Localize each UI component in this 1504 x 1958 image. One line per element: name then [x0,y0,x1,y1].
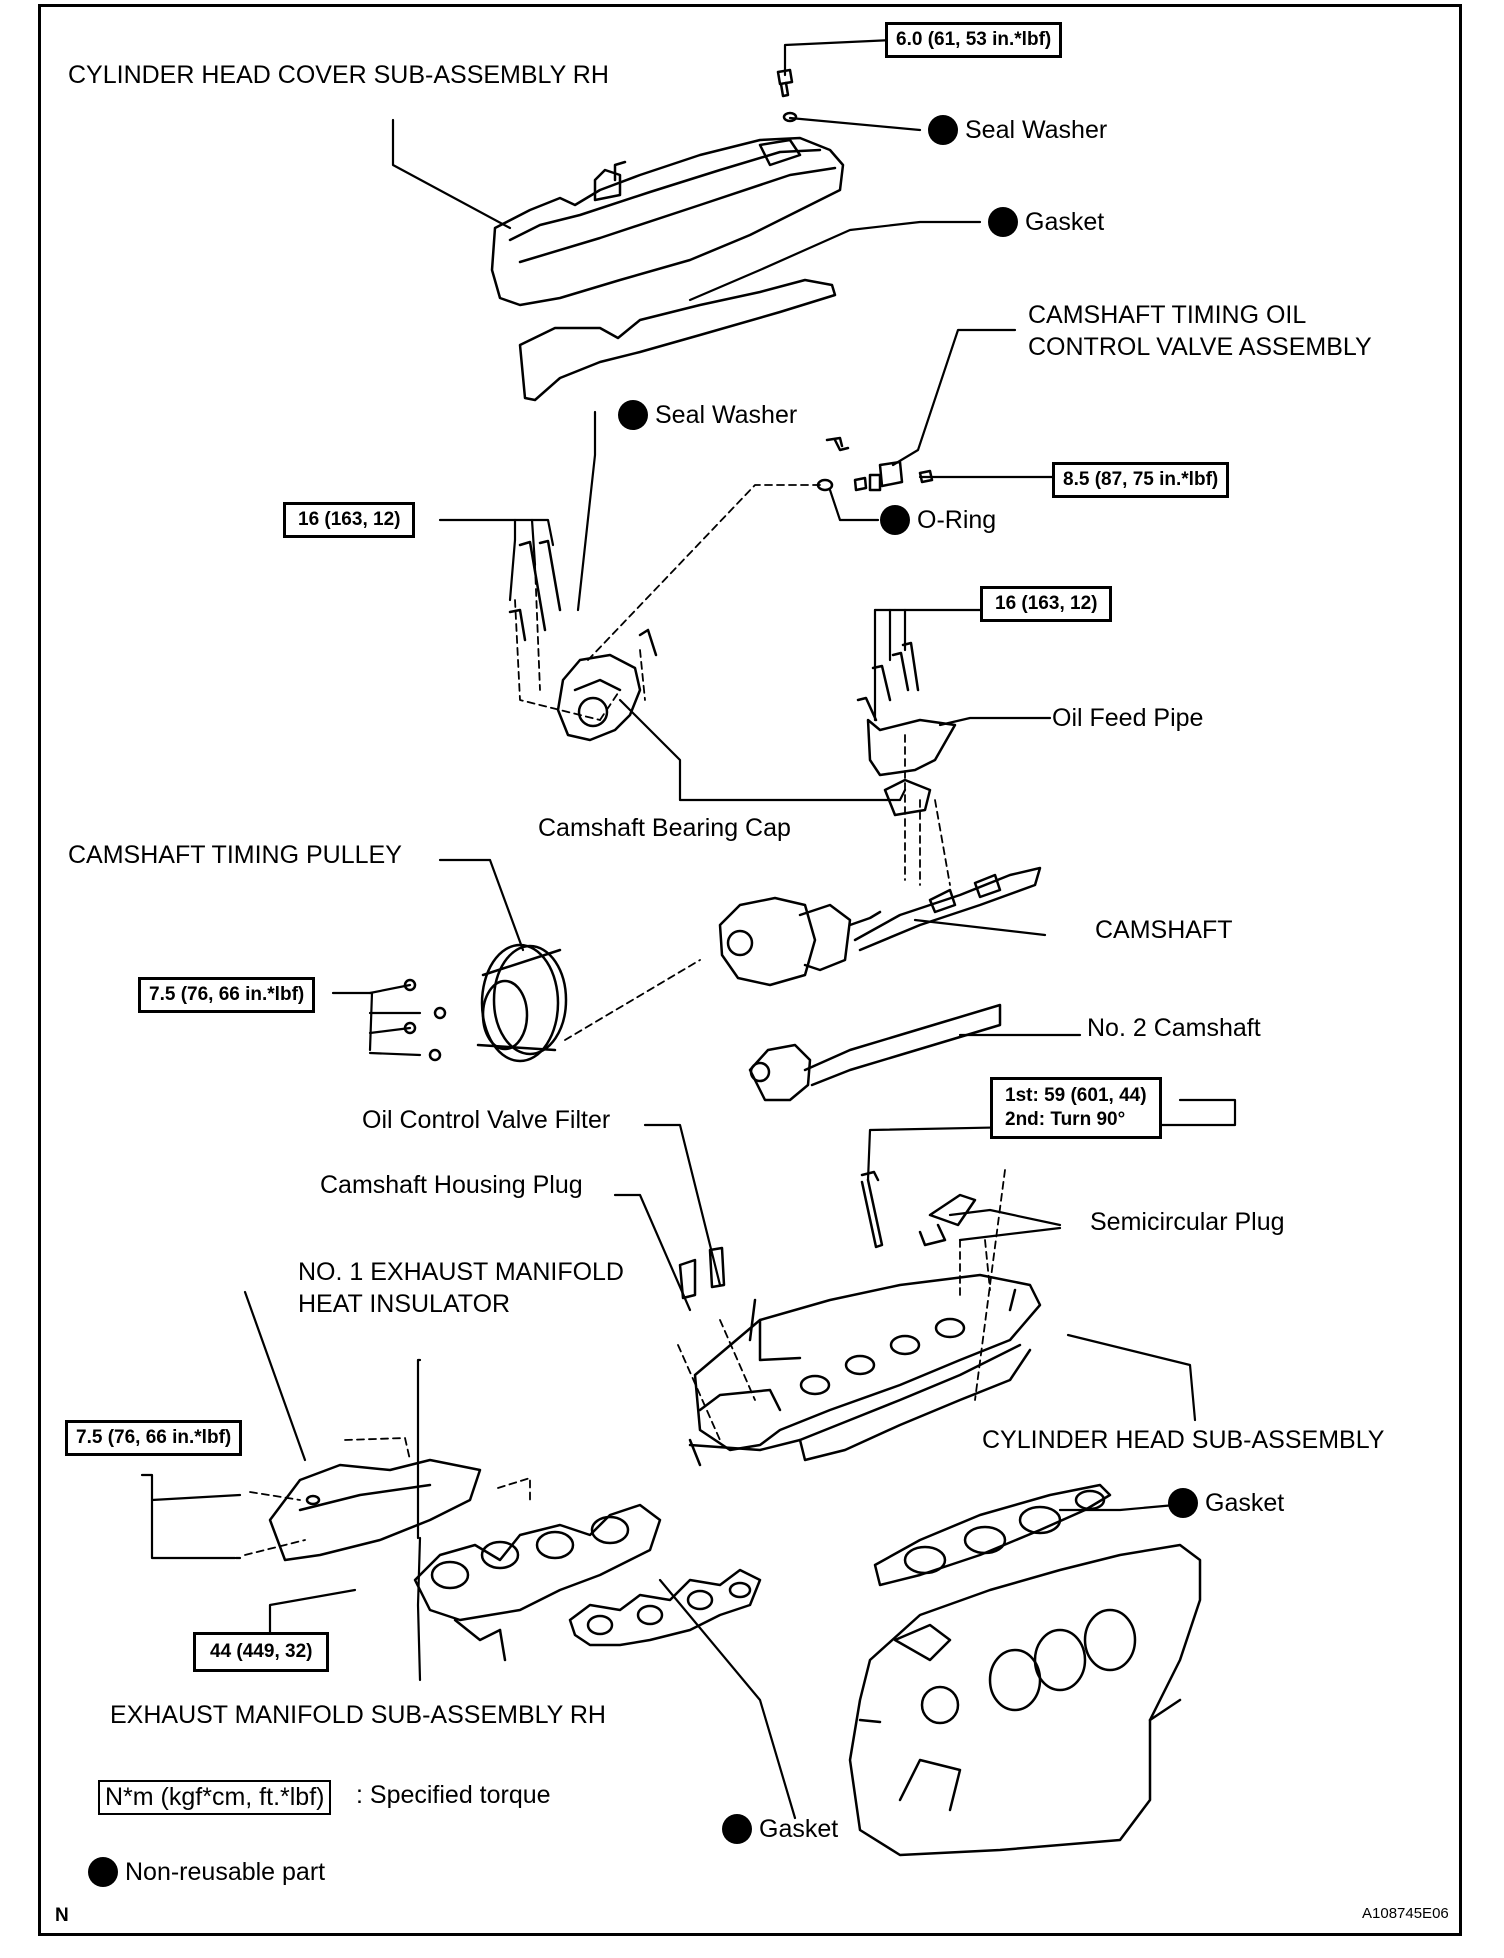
torque-pulley-bolts: 7.5 (76, 66 in.*lbf) [138,977,316,1013]
insulator-label-line2: HEAT INSULATOR [298,1290,511,1318]
cylinder-head-label: CYLINDER HEAD SUB-ASSEMBLY [982,1426,1385,1454]
timing-pulley-label: CAMSHAFT TIMING PULLEY [68,841,402,869]
cylinder-head-cover-drawing [490,136,845,307]
diagram-frame [38,4,1462,1936]
torque-cap-bolts-right: 16 (163, 12) [980,586,1113,622]
head-bolt-drawing [678,1170,977,1300]
ocv-filter-label: Oil Control Valve Filter [362,1106,611,1134]
dashed-guides [244,484,1006,1556]
o-ring-label: O-Ring [880,505,996,535]
semicircular-plug-label: Semicircular Plug [1090,1208,1285,1236]
bearing-cap-label: Camshaft Bearing Cap [538,814,791,842]
nonreusable-dot-icon [722,1814,752,1844]
legend-torque-desc: : Specified torque [356,1781,551,1809]
gasket-manifold-label: Gasket [722,1814,838,1844]
heat-insulator-drawing [268,1458,482,1562]
torque-cap-bolts-left: 16 (163, 12) [283,502,416,538]
manifold-gasket-drawing [568,1568,762,1647]
gasket-head-label: Gasket [1168,1488,1284,1518]
seal-washer-top-label: Seal Washer [928,115,1107,145]
nonreusable-dot-icon [88,1857,118,1887]
legend-nonreusable: Non-reusable part [88,1857,325,1887]
torque-insulator-bolts: 7.5 (76, 66 in.*lbf) [65,1420,243,1456]
camshaft-label: CAMSHAFT [1095,916,1233,944]
ocv-label-line1: CAMSHAFT TIMING OIL [1028,301,1307,329]
exhaust-manifold-drawing [413,1503,662,1662]
camshaft2-label: No. 2 Camshaft [1087,1014,1261,1042]
ocv-label-line2: CONTROL VALVE ASSEMBLY [1028,333,1372,361]
torque-ocv-bolt: 8.5 (87, 75 in.*lbf) [1052,462,1230,498]
cylinder-head-drawing [688,1273,1042,1467]
camshaft2-drawing [748,1003,1002,1102]
head-gasket-drawing [873,1483,1112,1587]
cover-gasket-drawing [518,278,837,402]
torque-manifold-nut: 44 (449, 32) [193,1632,330,1672]
leader-lines [140,38,1237,1820]
cover-bolt-drawing [776,68,798,123]
gasket-cover-label: Gasket [988,207,1104,237]
bearing-cap-right-drawing [856,641,957,817]
nonreusable-dot-icon [880,505,910,535]
torque-head-bolt-step2: 2nd: Turn 90° [1005,1109,1126,1130]
engine-block-drawing [848,1543,1202,1857]
camshaft-drawing [718,866,1042,987]
timing-pulley-drawing [403,943,568,1063]
nonreusable-dot-icon [1168,1488,1198,1518]
exhaust-manifold-label: EXHAUST MANIFOLD SUB-ASSEMBLY RH [110,1701,606,1729]
n-mark: N [55,1905,69,1926]
torque-cover-bolt: 6.0 (61, 53 in.*lbf) [885,22,1063,58]
insulator-label-line1: NO. 1 EXHAUST MANIFOLD [298,1258,624,1286]
oil-feed-pipe-label: Oil Feed Pipe [1052,704,1204,732]
seal-washer-mid-label: Seal Washer [618,400,797,430]
cover-label: CYLINDER HEAD COVER SUB-ASSEMBLY RH [68,61,609,89]
nonreusable-dot-icon [618,400,648,430]
torque-head-bolt: 1st: 59 (601, 44) 2nd: Turn 90° [990,1077,1162,1139]
housing-plug-label: Camshaft Housing Plug [320,1171,583,1199]
nonreusable-dot-icon [928,115,958,145]
legend-torque-box: N*m (kgf*cm, ft.*lbf) [98,1780,332,1815]
bearing-cap-left-drawing [508,539,658,742]
figure-id: A108745E06 [1362,1905,1449,1922]
torque-head-bolt-step1: 1st: 59 (601, 44) [1005,1085,1147,1106]
nonreusable-dot-icon [988,207,1018,237]
ocv-drawing [816,436,934,492]
